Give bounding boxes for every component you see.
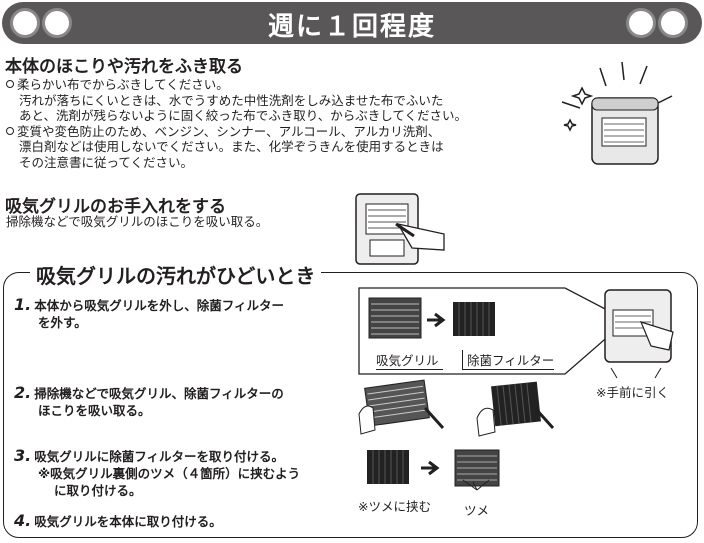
clean-unit-illustration (561, 61, 673, 165)
filter-label: 除菌フィルター (462, 350, 555, 370)
circle-icon (42, 8, 72, 38)
step-text: 本体から吸気グリルを外し、除菌フィルター (34, 298, 284, 313)
header-banner: 週に１回程度 (2, 2, 702, 44)
step-1: 1.本体から吸気グリルを外し、除菌フィルター を外す。 (14, 296, 284, 331)
step-number: 1. (14, 295, 32, 314)
step-number: 4. (14, 511, 32, 530)
pull-forward-note: ※手前に引く (596, 385, 669, 400)
step-text: を外す。 (38, 315, 87, 330)
step-number: 3. (14, 446, 32, 465)
text-line: 漂白剤などは使用しないでください。また、化学ぞうきんを使用するときは (19, 139, 444, 154)
step-text: 吸気グリルに除菌フィルターを取り付ける。 (34, 449, 284, 464)
bullet-icon (6, 80, 14, 88)
step-3: 3.吸気グリルに除菌フィルターを取り付ける。 ※吸気グリル裏側のツメ（４箇所）に… (14, 447, 300, 499)
step-number: 2. (14, 383, 32, 402)
grille-label: 吸気グリル (376, 350, 443, 370)
step-text: ※吸気グリル裏側のツメ（４箇所）に挟むよう (38, 466, 301, 481)
content-box (3, 272, 698, 538)
section-heading: 吸気グリルのお手入れをする (5, 197, 226, 217)
step-2: 2.掃除機などで吸気グリル、除菌フィルターの ほこりを吸い取る。 (14, 384, 284, 419)
clip-note: ※ツメに挟む (358, 499, 431, 514)
circle-icon (626, 8, 656, 38)
page-title: 週に１回程度 (267, 12, 436, 42)
text-line: 柔らかい布でからぶきしてください。 (17, 77, 229, 92)
text-line: あと、洗剤が残らないように固く絞った布でふき取り、からぶきしてください。 (19, 108, 468, 123)
step1-illustration (358, 287, 674, 379)
step-text: 掃除機などで吸気グリル、除菌フィルターの (34, 386, 284, 401)
step2-illustration (358, 379, 555, 437)
text-line: その注意書に従ってください。 (19, 154, 194, 170)
circle-icon (658, 8, 688, 38)
step-4: 4.吸気グリルを本体に取り付ける。 (14, 512, 222, 530)
text-line: 汚れが落ちにくいときは、水でうすめた中性洗剤をしみ込ませた布でふいた (19, 92, 444, 108)
circle-icon (10, 8, 40, 38)
step3-illustration (367, 449, 500, 491)
clip-label: ツメ (464, 503, 490, 518)
instruction-text: 柔らかい布でからぶきしてください。 汚れが落ちにくいときは、水でうすめた中性洗剤… (6, 77, 467, 170)
bullet-icon (6, 126, 14, 135)
step-text: ほこりを吸い取る。 (38, 403, 151, 418)
box-title: 吸気グリルの汚れがひどいとき (30, 260, 322, 289)
section-heading: 本体のほこりや汚れをふき取る (5, 57, 243, 77)
vacuum-grille-illustration (355, 193, 445, 265)
step-text: 吸気グリルを本体に取り付ける。 (34, 514, 222, 529)
step-text: に取り付ける。 (54, 483, 142, 498)
instruction-text: 掃除機などで吸気グリルのほこりを吸い取る。 (6, 214, 269, 229)
text-line: 変質や変色防止のため、ベンジン、シンナー、アルコール、アルカリ洗剤、 (17, 123, 441, 139)
